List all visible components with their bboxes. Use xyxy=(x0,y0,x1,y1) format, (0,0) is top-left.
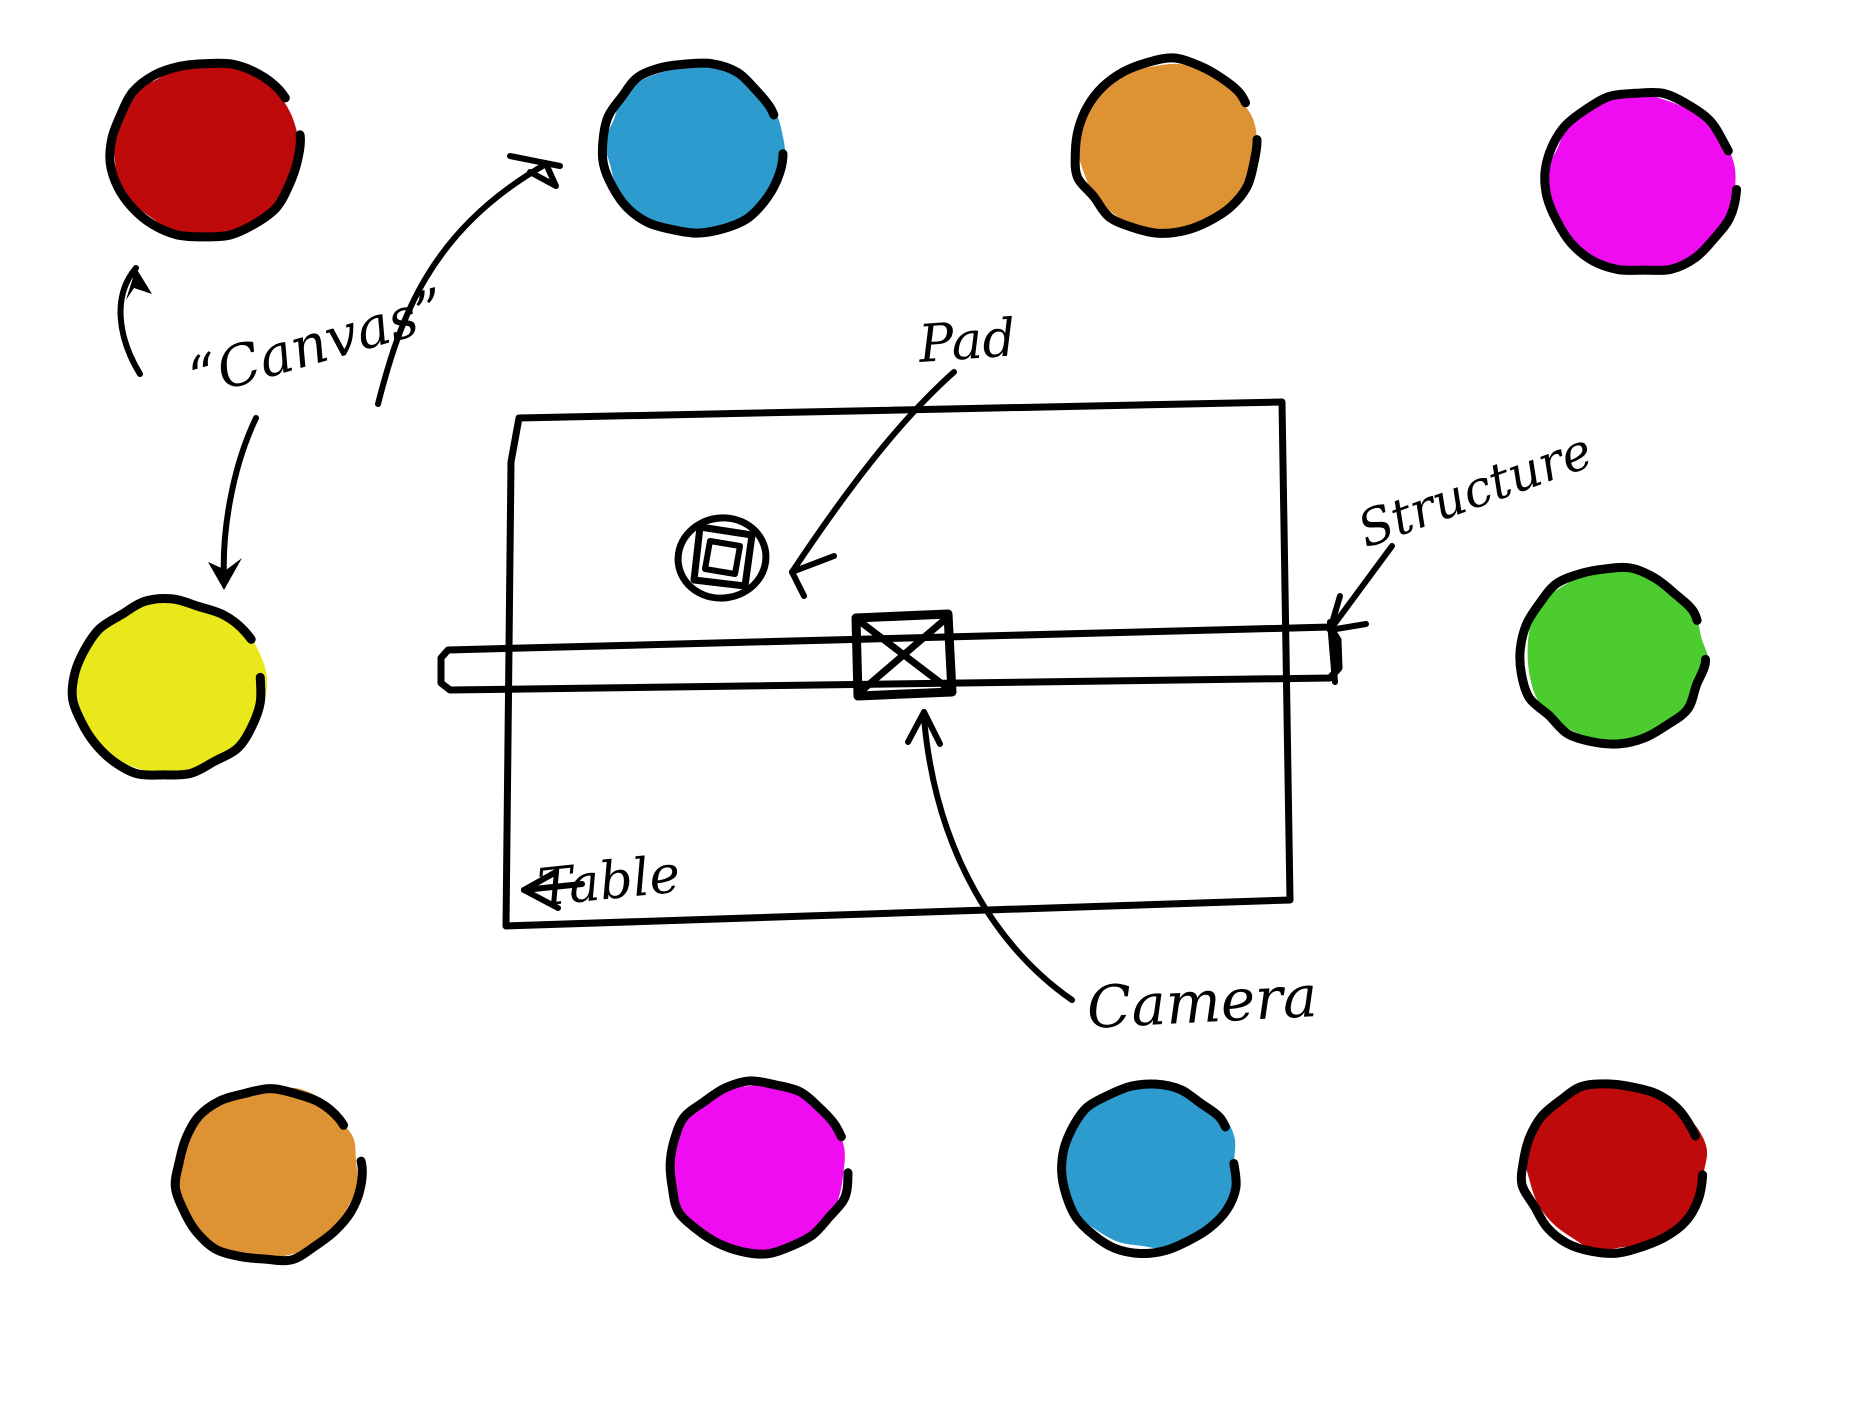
blob-yellow-left xyxy=(67,593,268,780)
arrow-camera xyxy=(905,709,1075,1003)
arrow-camera-head-2 xyxy=(921,709,943,747)
structure-beam-outline xyxy=(437,623,1343,694)
blob-magenta-top-right-outline xyxy=(1540,87,1742,275)
arrow-canvas-to-red xyxy=(117,265,152,377)
blob-yellow-left-fill xyxy=(74,599,268,775)
blob-orange-top-fill xyxy=(1077,63,1258,235)
blob-red-top-left xyxy=(105,58,305,242)
arrow-canvas-to-yellow-head xyxy=(208,558,242,590)
arrow-table-head-1 xyxy=(521,869,559,893)
arrow-table-shaft xyxy=(521,881,585,893)
blob-blue-top-outline xyxy=(597,58,788,238)
arrow-structure-shaft xyxy=(1327,543,1395,633)
arrow-structure xyxy=(1327,543,1395,633)
arrow-canvas-to-yellow xyxy=(208,415,259,590)
blob-green-right xyxy=(1515,562,1711,749)
pad-outer-circle xyxy=(674,514,770,602)
camera-box xyxy=(851,609,957,701)
blob-orange-top xyxy=(1070,53,1262,238)
arrow-canvas-to-red-shaft xyxy=(117,265,143,377)
arrow-canvas-to-blue-head xyxy=(527,161,559,189)
arrow-canvas-to-blue-shaft xyxy=(375,161,549,407)
blob-blue-top-fill xyxy=(605,64,786,236)
arrow-camera-shaft xyxy=(921,715,1075,1003)
pad-inner-square xyxy=(702,538,743,577)
blob-magenta-top-right xyxy=(1540,87,1742,275)
arrow-pad-head-2 xyxy=(789,569,807,599)
table-rectangle xyxy=(502,398,1294,930)
blob-orange-top-outline xyxy=(1070,53,1262,238)
blob-blue-bottom-fill xyxy=(1060,1084,1236,1250)
label-camera: Camera xyxy=(1085,962,1319,1042)
blob-green-right-fill xyxy=(1527,570,1709,742)
blob-magenta-top-right-fill xyxy=(1545,93,1736,275)
blob-blue-bottom xyxy=(1057,1079,1241,1259)
color-blobs-group xyxy=(67,53,1742,1266)
blob-red-bottom-right xyxy=(1516,1079,1708,1258)
blob-blue-top xyxy=(597,58,788,238)
blob-blue-bottom-outline xyxy=(1057,1079,1241,1259)
blob-magenta-bottom-fill xyxy=(666,1082,845,1256)
label-structure: Structure xyxy=(1350,421,1599,559)
blob-yellow-left-outline xyxy=(67,593,266,780)
blob-orange-bottom-outline xyxy=(170,1084,367,1266)
arrow-table-head-2 xyxy=(521,887,561,911)
arrow-canvas-to-blue xyxy=(375,153,563,407)
blob-magenta-bottom xyxy=(665,1076,853,1259)
blob-red-top-left-outline xyxy=(105,58,305,242)
pad-marker xyxy=(674,514,770,602)
arrow-table xyxy=(521,869,585,911)
blob-magenta-bottom-outline xyxy=(665,1076,853,1259)
blob-green-right-outline xyxy=(1515,562,1711,749)
blob-red-bottom-right-fill xyxy=(1525,1080,1708,1252)
arrow-pad-shaft xyxy=(789,369,957,575)
label-pad: Pad xyxy=(916,308,1018,375)
label-table: Table xyxy=(535,844,683,919)
blob-red-top-left-fill xyxy=(113,60,301,237)
arrow-canvas-to-blue-head-bar xyxy=(507,153,563,169)
arrow-camera-head-1 xyxy=(905,709,927,745)
arrow-canvas-to-red-head xyxy=(126,268,152,300)
arrow-canvas-to-yellow-shaft xyxy=(220,415,259,581)
arrow-structure-head-1 xyxy=(1327,593,1343,633)
blob-orange-bottom-fill xyxy=(175,1087,358,1259)
pad-outer-square xyxy=(690,523,756,590)
arrow-pad-head-1 xyxy=(789,553,837,575)
structure-beam xyxy=(437,619,1343,694)
label-canvas: “Canvas” xyxy=(182,276,453,411)
blob-red-bottom-right-outline xyxy=(1516,1079,1708,1258)
table-outline xyxy=(502,398,1294,930)
arrow-pad xyxy=(789,369,957,599)
arrow-structure-head-2 xyxy=(1327,621,1369,633)
blob-orange-bottom xyxy=(170,1084,367,1266)
camera-box-diagonal-2 xyxy=(855,612,953,697)
